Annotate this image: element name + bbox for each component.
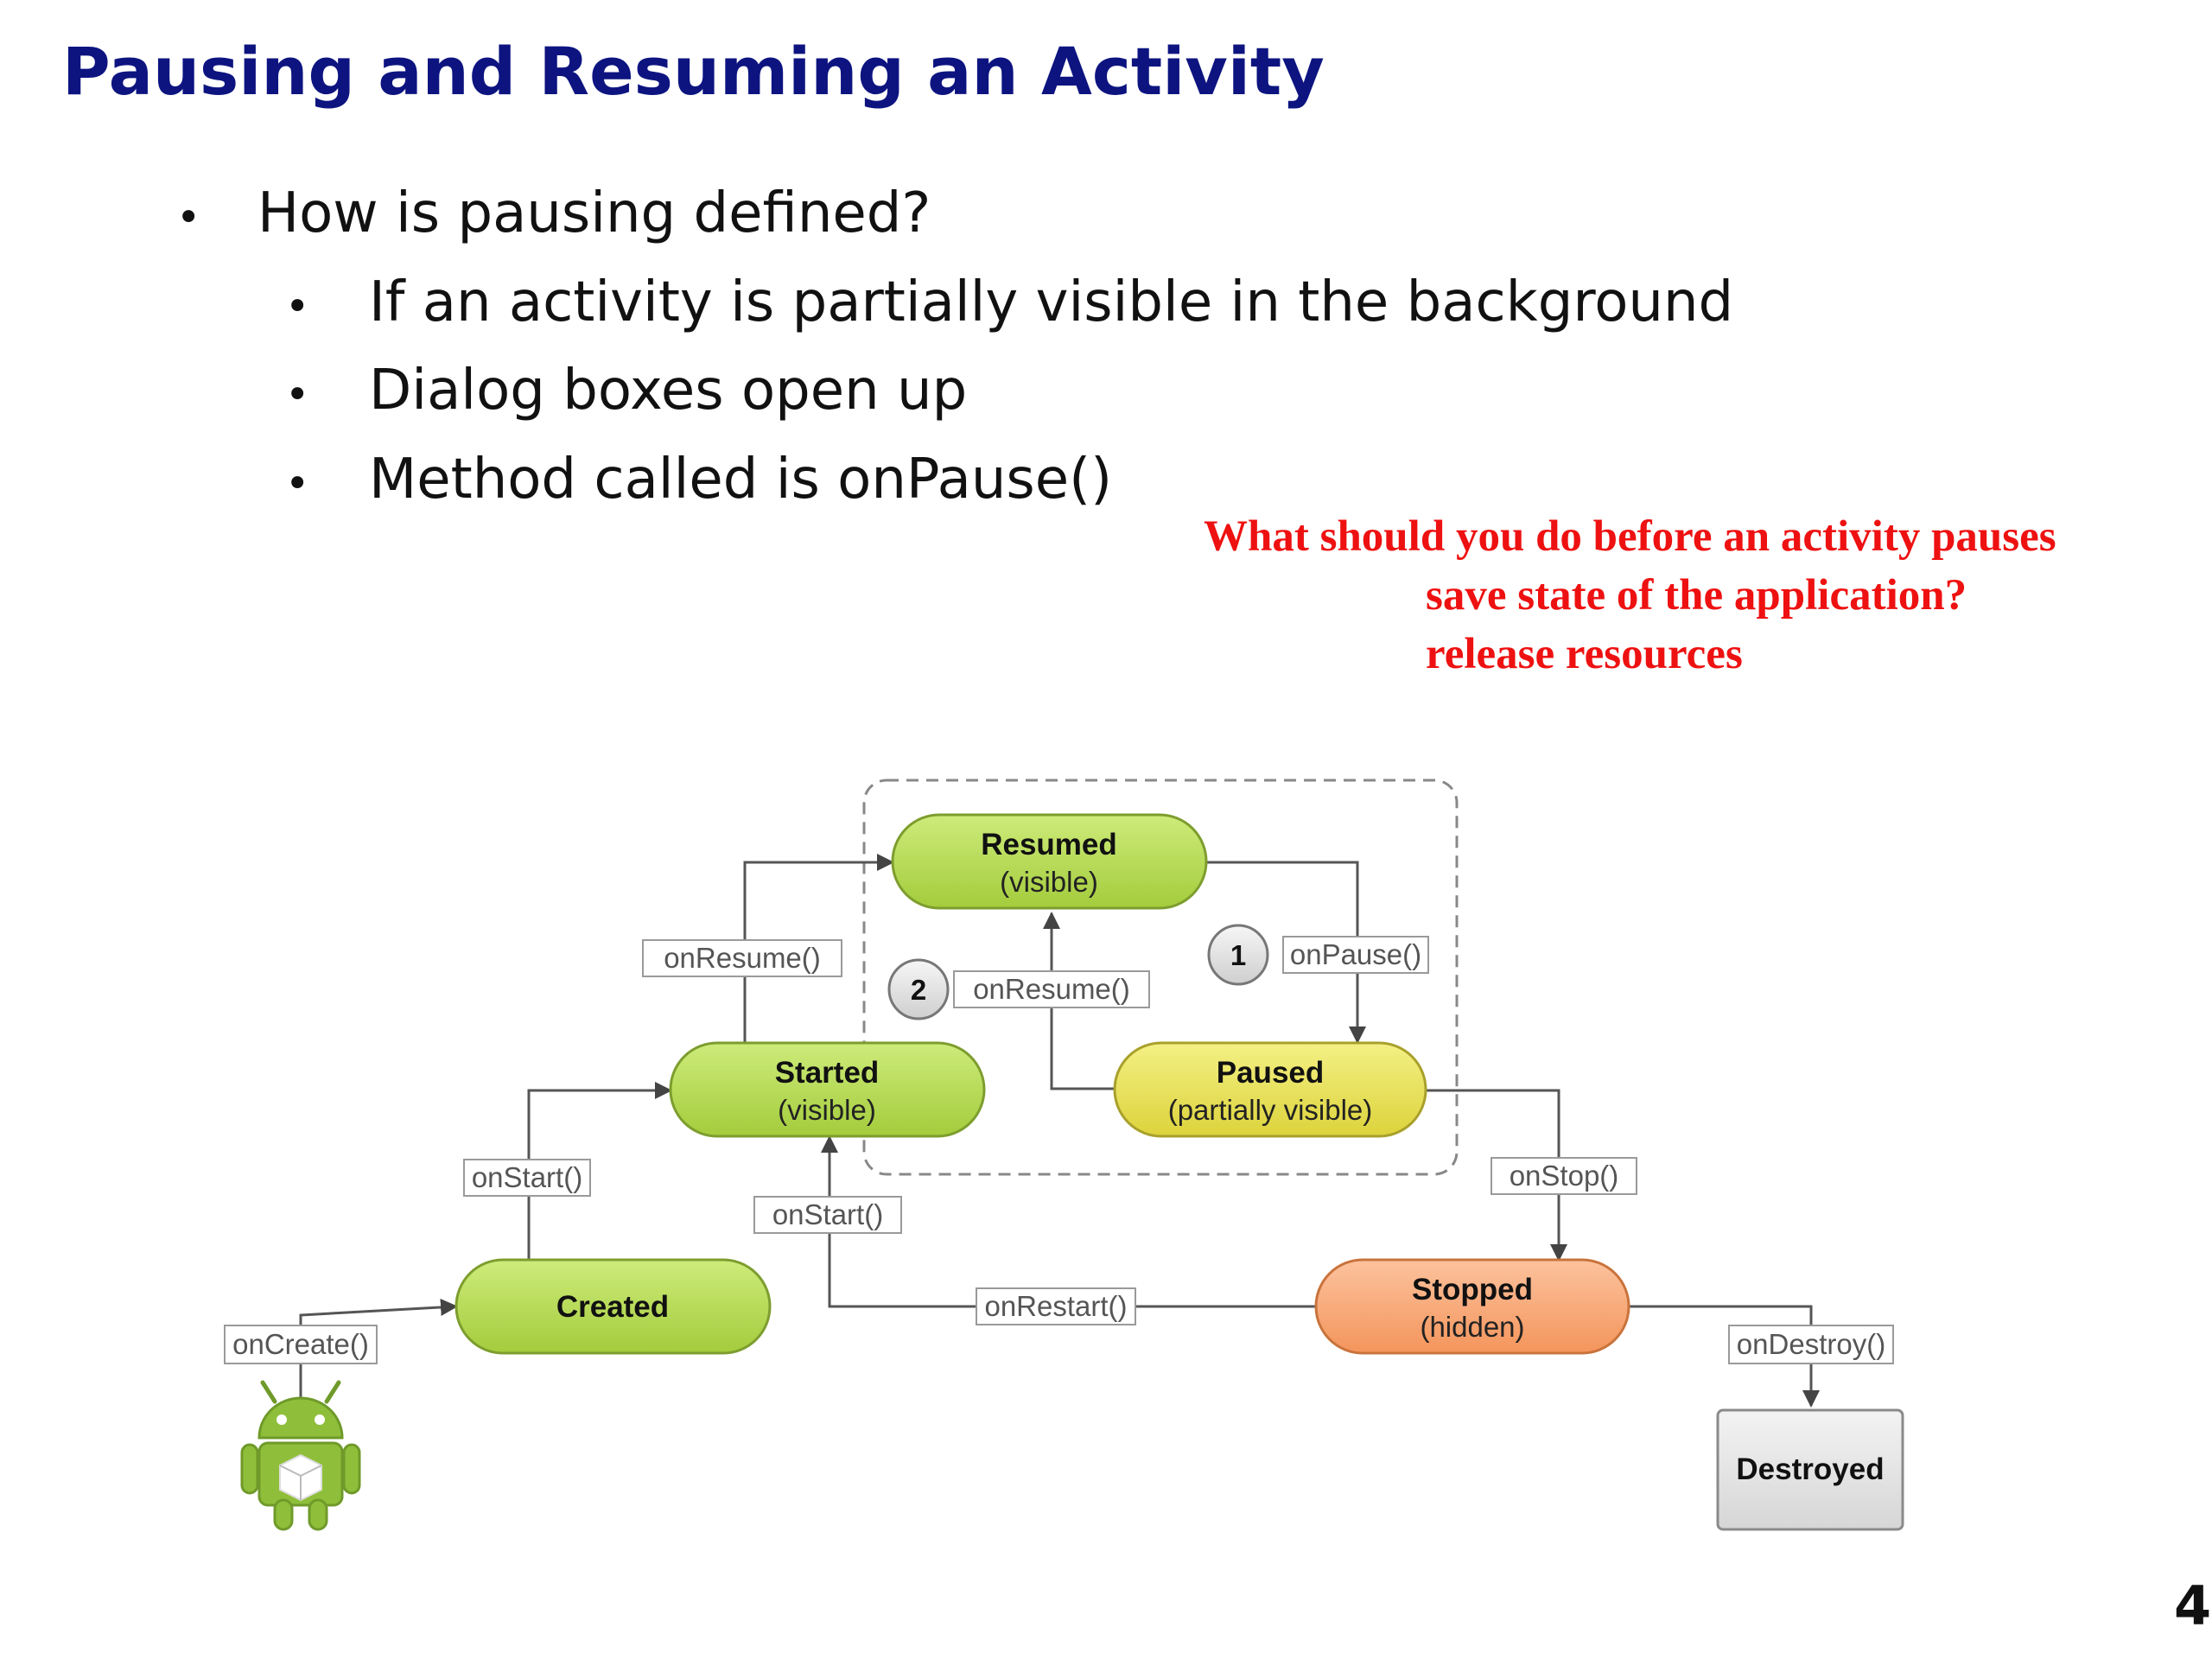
on-stop-connector [1426,1089,1567,1262]
label-on-resume-paused-text: onResume() [973,973,1130,1005]
label-on-resume-started-text: onResume() [664,942,821,974]
state-created: Created [454,1258,772,1355]
label-on-stop: onStop() [1491,1157,1637,1195]
bullet-text: Dialog boxes open up [369,359,968,423]
label-on-start-created-text: onStart() [472,1161,582,1193]
android-robot-icon [240,1380,361,1531]
state-paused: Paused (partially visible) [1113,1041,1427,1138]
step-badge-resume: 2 [887,958,950,1020]
label-on-stop-text: onStop() [1510,1160,1619,1192]
label-on-restart: onRestart() [976,1287,1136,1325]
state-created-name: Created [556,1290,669,1324]
on-create-connector [299,1299,458,1397]
label-on-destroy-text: onDestroy() [1737,1328,1885,1360]
label-on-start-restart-text: onStart() [772,1198,883,1230]
state-started-name: Started [775,1056,880,1090]
step-badge-pause-number: 1 [1230,939,1246,971]
bullet-text: Method called is onPause() [369,448,1113,512]
label-on-start-created: onStart() [463,1159,591,1197]
visible-states-boundary [862,779,1459,1176]
state-destroyed-name: Destroyed [1736,1452,1884,1486]
label-on-create: onCreate() [224,1325,378,1364]
label-on-restart-text: onRestart() [984,1290,1127,1322]
state-resumed-detail: (visible) [1000,866,1098,898]
state-started-detail: (visible) [778,1094,876,1126]
label-on-start-restart: onStart() [753,1196,902,1234]
state-stopped-name: Stopped [1412,1273,1533,1306]
state-resumed-name: Resumed [981,828,1117,861]
bullet-dot: • [285,460,310,508]
state-stopped: Stopped (hidden) [1314,1258,1630,1355]
on-restart-connector [821,1135,1316,1308]
state-destroyed: Destroyed [1716,1408,1904,1531]
on-destroy-connector [1629,1305,1820,1408]
label-on-create-text: onCreate() [232,1328,369,1360]
page-number: 4 [2174,1574,2212,1637]
slide-title: Pausing and Resuming an Activity [62,33,1325,110]
bullet-text: If an activity is partially visible in t… [369,270,1734,334]
note-line: save state of the application? [1426,571,1967,620]
state-resumed: Resumed (visible) [891,813,1208,910]
bullet-dot: • [285,371,310,419]
label-on-pause: onPause() [1282,936,1429,974]
state-paused-name: Paused [1217,1056,1325,1090]
label-on-pause-text: onPause() [1290,938,1421,970]
on-pause-connector [1206,861,1366,1044]
on-resume-from-started-connector [743,854,894,1043]
label-on-resume-started: onResume() [642,939,842,977]
state-started: Started (visible) [669,1041,986,1138]
bullet-text: How is pausing defined? [257,181,931,245]
note-line: What should you do before an activity pa… [1204,512,2056,561]
step-badge-pause: 1 [1207,924,1269,986]
on-start-connector [527,1082,672,1263]
bullet-dot: • [176,194,201,242]
label-on-destroy: onDestroy() [1728,1325,1894,1364]
state-paused-detail: (partially visible) [1168,1094,1373,1126]
label-on-resume-paused: onResume() [953,970,1150,1008]
note-line: release resources [1426,630,1743,678]
step-badge-resume-number: 2 [911,974,926,1006]
bullet-dot: • [285,283,310,331]
state-stopped-detail: (hidden) [1420,1311,1524,1343]
